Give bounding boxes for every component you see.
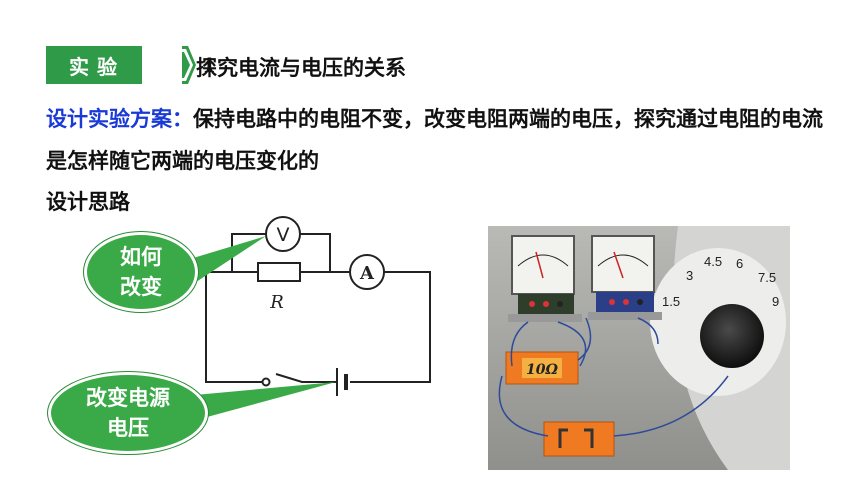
wire-right: [350, 271, 431, 383]
voltmeter-wire-left: [231, 233, 266, 272]
ammeter-letter: A: [359, 263, 375, 284]
page-title: 探究电流与电压的关系: [196, 56, 406, 80]
thinking-heading: 设计思路: [46, 190, 130, 214]
resistor-symbol: [257, 262, 301, 282]
svg-text:9: 9: [772, 294, 779, 309]
meter-voltmeter-device: [588, 235, 662, 320]
apparatus-illustration: 1.5 3 4.5 6 7.5 9 10Ω: [488, 226, 790, 470]
svg-text:7.5: 7.5: [758, 270, 776, 285]
callout-change-source-voltage: 改变电源电压: [48, 372, 208, 454]
dial-marks: 1.5 3 4.5 6 7.5 9: [662, 254, 779, 309]
experiment-tag: 实验 1: [46, 46, 216, 84]
callout-top-pointer: [180, 236, 266, 286]
voltmeter-wire-right: [300, 233, 331, 272]
svg-text:4.5: 4.5: [704, 254, 722, 269]
tag-arrow-shape: [182, 46, 196, 84]
ammeter-symbol: [349, 254, 385, 290]
meter-ammeter-device: [508, 235, 582, 322]
callout-how-to-change: 如何改变: [84, 232, 198, 312]
plan-label: 设计实验方案：: [46, 107, 193, 131]
switch-box: [543, 421, 615, 457]
switch-arm: [275, 373, 336, 383]
plan-paragraph: 设计实验方案：保持电路中的电阻不变，改变电阻两端的电压，探究通过电阻的电流是怎样…: [46, 98, 836, 182]
wire-left: [205, 272, 262, 383]
svg-text:3: 3: [686, 268, 693, 283]
callout-bottom-pointer: [184, 382, 336, 420]
resistor-value: 10Ω: [526, 362, 558, 378]
switch-pivot: [261, 377, 271, 387]
apparatus-photo: 1.5 3 4.5 6 7.5 9 10Ω: [488, 226, 790, 470]
voltmeter-symbol: [265, 216, 301, 252]
plan-text: 保持电路中的电阻不变，改变电阻两端的电压，探究通过电阻的电流是怎样随它两端的电压…: [46, 107, 823, 173]
connecting-wires: [498, 317, 729, 437]
svg-text:6: 6: [736, 256, 743, 271]
resistor-label: R: [269, 292, 284, 313]
voltmeter-letter: V: [277, 224, 290, 246]
svg-text:1.5: 1.5: [662, 294, 680, 309]
experiment-tag-label: 实验: [46, 46, 142, 84]
power-knob: [700, 304, 764, 368]
experiment-number: 1: [202, 53, 216, 77]
